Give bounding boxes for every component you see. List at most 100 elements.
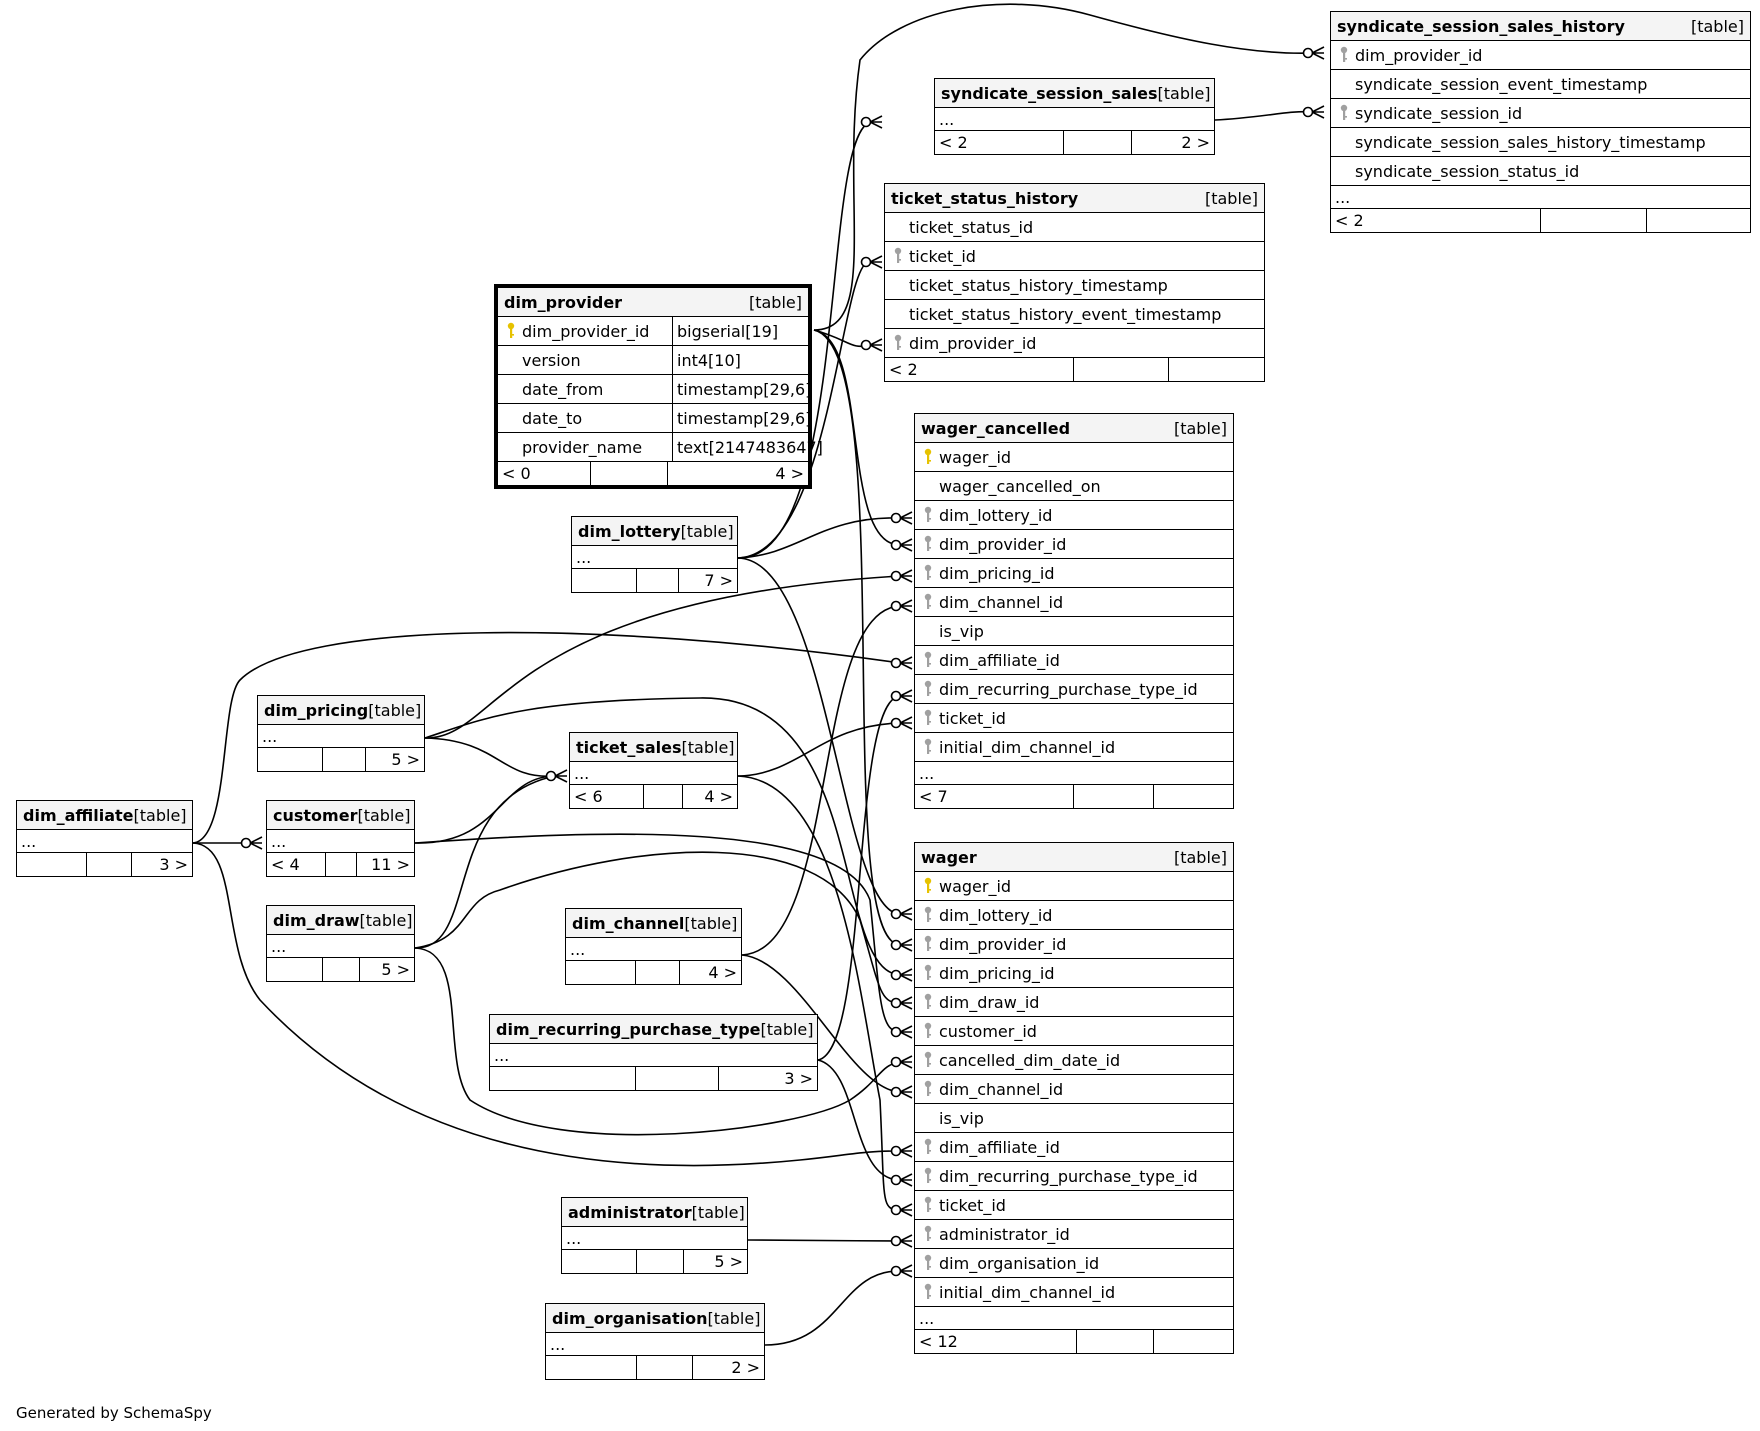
edge-lottery-wager <box>737 557 901 915</box>
parents-count <box>562 1250 637 1273</box>
children-count: 2 > <box>1181 133 1210 152</box>
table-header: dim_organisation [table] <box>546 1304 764 1333</box>
foreign-key-icon <box>919 1022 937 1040</box>
foreign-key-icon <box>919 964 937 982</box>
table-dim-draw[interactable]: dim_draw [table] ... 5 > <box>266 905 415 982</box>
foreign-key-icon <box>919 1283 937 1301</box>
column-row: ticket_status_history_event_timestamp <box>885 300 1264 329</box>
parents-count <box>546 1356 637 1379</box>
table-customer[interactable]: customer [table] ... < 4 11 > <box>266 800 415 877</box>
rows-count <box>323 748 366 771</box>
children-count <box>1154 785 1233 808</box>
rows-count <box>637 569 679 592</box>
table-ticket-status-history[interactable]: ticket_status_history [table] ticket_sta… <box>884 183 1265 382</box>
edge-ts-wager <box>737 775 901 1211</box>
edge-affiliate-wc <box>192 631 901 844</box>
column-name: provider_name <box>522 437 643 457</box>
crows-foot-marker <box>898 599 913 613</box>
table-type: [table] <box>680 521 734 541</box>
optional-marker <box>240 837 252 849</box>
column-name: date_to <box>522 408 583 428</box>
column-row: dim_provider_id <box>915 930 1233 959</box>
table-footer: < 0 4 > <box>498 462 808 485</box>
column-name: ticket_status_id <box>909 217 1034 237</box>
table-ticket-sales[interactable]: ticket_sales [table] ... < 6 4 > <box>569 732 738 809</box>
foreign-key-icon <box>919 1080 937 1098</box>
foreign-key-icon <box>889 247 907 265</box>
column-name: is_vip <box>939 1108 984 1128</box>
crows-foot-marker <box>553 769 568 783</box>
edge-rpt-wager <box>817 1059 901 1181</box>
column-row: syndicate_session_event_timestamp <box>1331 70 1750 99</box>
table-type: [table] <box>684 913 738 933</box>
table-dim-lottery[interactable]: dim_lottery [table] ... 7 > <box>571 516 738 593</box>
table-footer: 3 > <box>17 853 192 876</box>
column-row: ticket_id <box>915 1191 1233 1220</box>
edge-draw-wager-cancelled-dim <box>414 947 901 1136</box>
edge-customer-wager <box>414 833 901 1033</box>
column-name: dim_affiliate_id <box>939 1137 1060 1157</box>
optional-marker <box>890 1174 902 1186</box>
table-header: administrator [table] <box>562 1198 747 1227</box>
column-name: dim_draw_id <box>939 992 1040 1012</box>
column-row: ticket_status_history_timestamp <box>885 271 1264 300</box>
column-name: syndicate_session_event_timestamp <box>1355 74 1648 94</box>
foreign-key-icon <box>919 935 937 953</box>
crows-foot-marker <box>898 1144 913 1158</box>
column-name: ticket_id <box>939 708 1006 728</box>
column-row: dim_lottery_id <box>915 501 1233 530</box>
column-name: syndicate_session_id <box>1355 103 1523 123</box>
table-header: dim_channel [table] <box>566 909 741 938</box>
optional-marker <box>890 1056 902 1068</box>
crows-foot-marker <box>898 996 913 1010</box>
optional-marker <box>1302 47 1314 59</box>
table-syndicate-session-sales-history[interactable]: syndicate_session_sales_history [table] … <box>1330 11 1751 233</box>
table-wager[interactable]: wager [table] wager_id dim_lottery_id di… <box>914 842 1234 1354</box>
column-name: initial_dim_channel_id <box>939 1282 1116 1302</box>
table-dim-affiliate[interactable]: dim_affiliate [table] ... 3 > <box>16 800 193 877</box>
table-footer: < 12 <box>915 1330 1233 1353</box>
edge-admin-wager <box>747 1239 901 1242</box>
column-row: dim_provider_id <box>885 329 1264 358</box>
column-row: wager_id <box>915 443 1233 472</box>
column-row: dim_pricing_id <box>915 959 1233 988</box>
foreign-key-icon <box>919 993 937 1011</box>
foreign-key-icon <box>919 1225 937 1243</box>
edge-provider-wager <box>813 329 901 946</box>
table-syndicate-session-sales[interactable]: syndicate_session_sales [table] ... < 2 … <box>934 78 1215 155</box>
rows-count <box>323 958 360 981</box>
column-name: wager_id <box>939 876 1012 896</box>
optional-marker <box>890 539 902 551</box>
crows-foot-marker <box>898 511 913 525</box>
column-row: dim_channel_id <box>915 588 1233 617</box>
column-name: version <box>522 350 581 370</box>
crows-foot-marker <box>1310 105 1325 119</box>
parents-count <box>17 853 87 876</box>
table-dim-recurring-purchase-type[interactable]: dim_recurring_purchase_type [table] ... … <box>489 1014 818 1091</box>
table-dim-pricing[interactable]: dim_pricing [table] ... 5 > <box>257 695 425 772</box>
table-administrator[interactable]: administrator [table] ... 5 > <box>561 1197 748 1274</box>
column-name: dim_lottery_id <box>939 505 1053 525</box>
column-row: administrator_id <box>915 1220 1233 1249</box>
table-footer: 4 > <box>566 961 741 984</box>
table-name: dim_draw <box>273 910 360 930</box>
column-name: dim_channel_id <box>939 1079 1064 1099</box>
table-dim-channel[interactable]: dim_channel [table] ... 4 > <box>565 908 742 985</box>
table-type: [table] <box>748 292 802 312</box>
children-count: 4 > <box>704 787 733 806</box>
edge-provider-sssh <box>813 3 1313 331</box>
more-columns: ... <box>562 1227 747 1250</box>
column-name: is_vip <box>939 621 984 641</box>
table-footer: < 6 4 > <box>570 785 737 808</box>
table-wager-cancelled[interactable]: wager_cancelled [table] wager_id wager_c… <box>914 413 1234 809</box>
table-name: dim_affiliate <box>23 805 134 825</box>
more-columns: ... <box>490 1044 817 1067</box>
table-dim-organisation[interactable]: dim_organisation [table] ... 2 > <box>545 1303 765 1380</box>
table-header: wager [table] <box>915 843 1233 872</box>
table-type: [table] <box>357 805 411 825</box>
children-count: 3 > <box>784 1069 813 1088</box>
crows-foot-marker <box>898 1234 913 1248</box>
